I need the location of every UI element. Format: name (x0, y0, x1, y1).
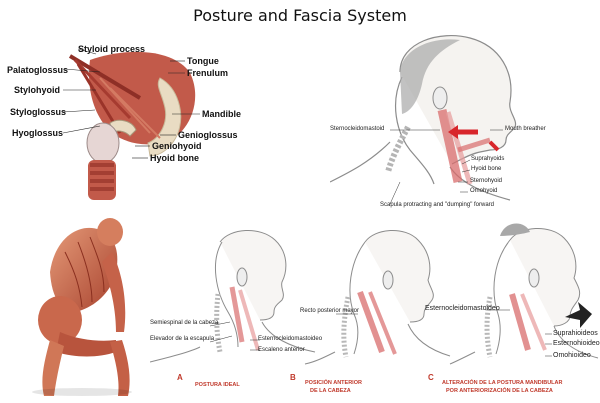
label-escaleno: Escaleno anterior (258, 347, 305, 353)
muscle-figure-panel (20, 212, 150, 402)
posture-comparison-panel: Semiespinal de la cabeza Elevador de la … (150, 222, 600, 403)
label-esternocleidomastoideo-a: Esternocleidomastoideo (258, 336, 323, 342)
label-hyoid-bone-2: Hyoid bone (471, 166, 502, 172)
label-hyoglossus: Hyoglossus (12, 128, 64, 138)
label-genioglossus: Genioglossus (178, 130, 238, 140)
label-sternohyoid: Sternohyoid (470, 178, 503, 184)
label-hyoid-bone: Hyoid bone (150, 153, 199, 163)
label-styloglossus: Styloglossus (10, 107, 67, 117)
label-omohioideo: Omohioideo (553, 352, 591, 359)
caption-b-line1: POSICIÓN ANTERIOR (305, 380, 362, 386)
label-esternohioideo: Esternohioideo (553, 340, 600, 347)
caption-b-line2: DE LA CABEZA (310, 388, 351, 394)
label-mouth-breather: Mouth breather (505, 126, 546, 132)
label-frenulum: Frenulum (187, 68, 229, 78)
label-letter-a: A (177, 373, 183, 382)
kneeling-muscle-figure (32, 218, 132, 396)
label-suprahioideos: Suprahioideos (553, 330, 598, 337)
caption-a: POSTURA IDEAL (195, 382, 240, 388)
mouth-breather-panel: Sternocleidomastoid Mouth breather Supra… (330, 32, 600, 212)
label-styloid-process: Styloid process (78, 44, 146, 54)
label-geniohyoid: Geniohyoid (152, 141, 202, 151)
posture-comparison-illustration (150, 223, 599, 365)
label-recto-posterior: Recto posterior mayor (300, 308, 360, 314)
label-semiespinal: Semiespinal de la cabeza (150, 320, 219, 326)
label-sternocleidomastoid: Sternocleidomastoid (330, 126, 385, 132)
label-tongue: Tongue (187, 56, 219, 66)
label-letter-c: C (428, 373, 434, 382)
label-suprahyoids: Suprahyoids (471, 156, 505, 162)
page-title: Posture and Fascia System (193, 6, 407, 25)
caption-c-line2: POR ANTERIORIZACIÓN DE LA CABEZA (446, 388, 553, 394)
label-palatoglossus: Palatoglossus (7, 65, 69, 75)
label-stylohyoid: Stylohyoid (14, 85, 61, 95)
label-letter-b: B (290, 373, 296, 382)
tongue-anatomy-illustration (62, 48, 200, 200)
label-elevador: Elevador de la escapula (150, 336, 215, 342)
tongue-anatomy-panel: Styloid process Palatoglossus Stylohyoid… (0, 38, 300, 203)
label-omohyoid: Omohyoid (470, 188, 498, 194)
label-scapula: Scapula protracting and "dumping" forwar… (380, 202, 494, 208)
mouth-breather-illustration (330, 35, 517, 205)
label-mandible: Mandible (202, 109, 242, 119)
label-esternocleidomastoideo-c: Esternocleidomastoideo (425, 305, 500, 312)
caption-c-line1: ALTERACIÓN DE LA POSTURA MANDIBULAR (442, 380, 563, 386)
